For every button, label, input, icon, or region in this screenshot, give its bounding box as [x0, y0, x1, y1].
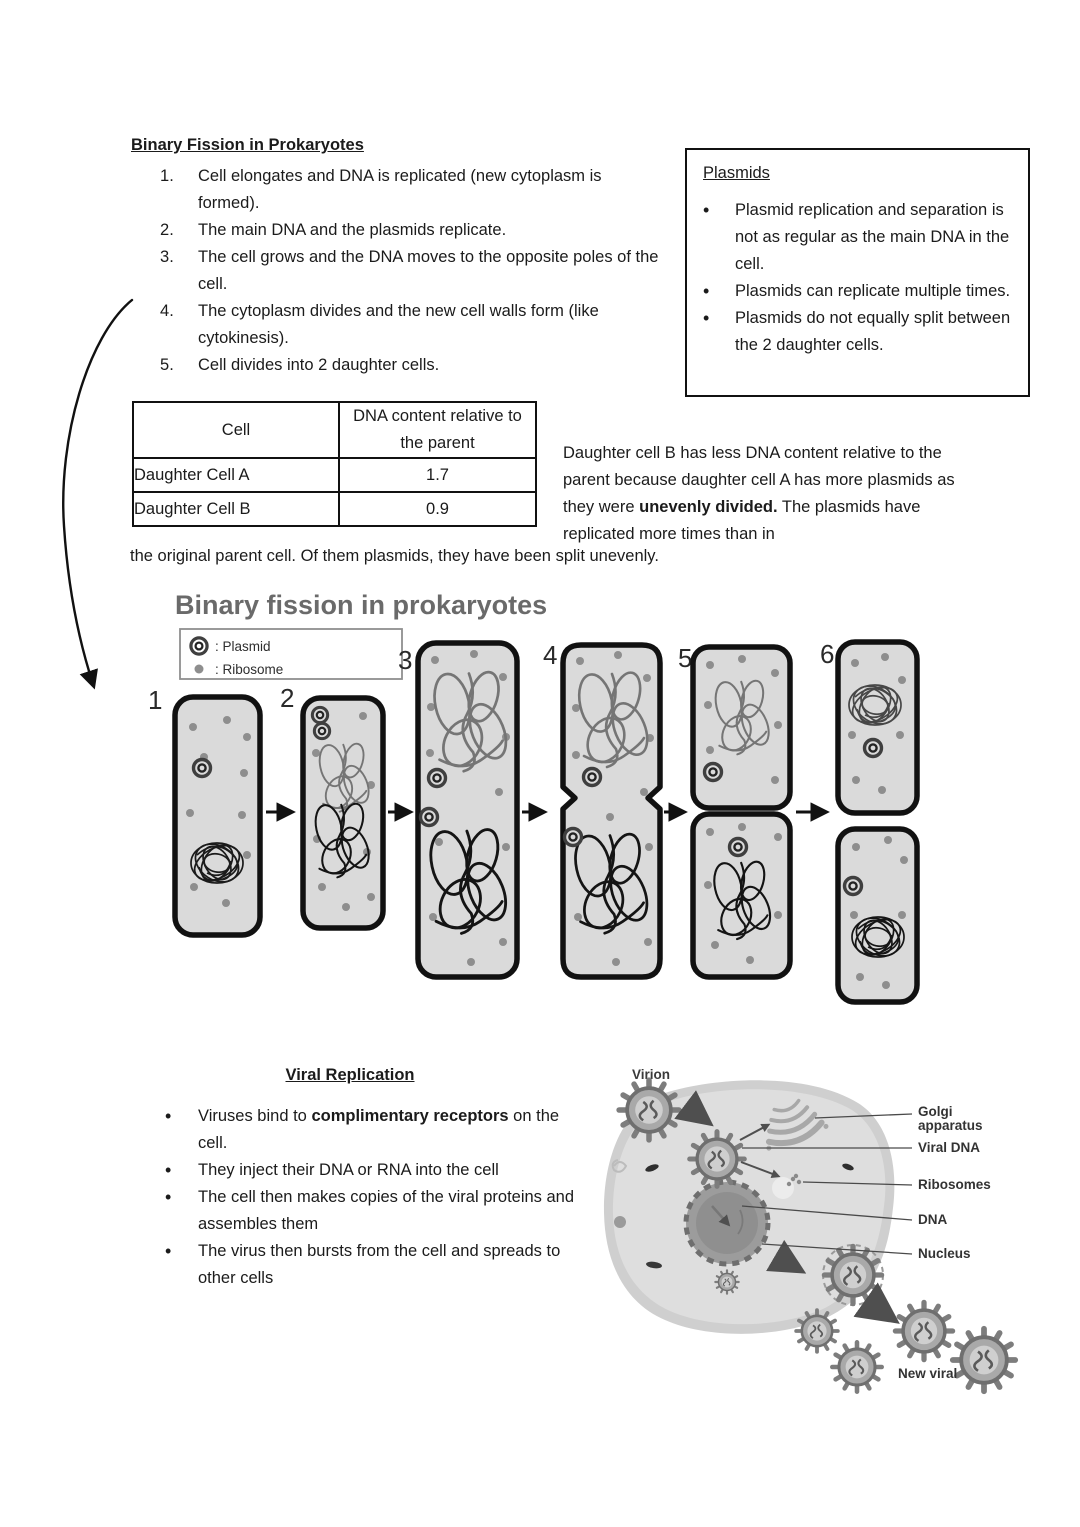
plasmids-box-heading: Plasmids [703, 164, 770, 182]
bullet-text: The virus then bursts from the cell and … [198, 1242, 561, 1287]
entry-arrow [674, 1090, 714, 1127]
list-item: Cell divides into 2 daughter cells. [160, 352, 440, 379]
new-virus-icon [895, 1302, 952, 1359]
label-virion: Virion [632, 1067, 670, 1082]
label-nucleus: Nucleus [918, 1246, 971, 1261]
legend-plasmid-label: : Plasmid [215, 639, 271, 654]
stage-number: 2 [280, 683, 294, 713]
stage-number: 4 [543, 640, 557, 670]
list-item: They inject their DNA or RNA into the ce… [165, 1157, 580, 1184]
viral-replication-bullets: Viruses bind to complimentary receptors … [156, 1103, 580, 1292]
paragraph-text: Daughter cell B has less DNA content rel… [563, 444, 955, 516]
list-item: Plasmids do not equally split between th… [703, 305, 1020, 359]
stage-number: 5 [678, 643, 692, 673]
organelle-speck [646, 1261, 662, 1269]
arrow-to-ribosomes [740, 1161, 781, 1178]
binary-fission-steps: Cell elongates and DNA is replicated (ne… [131, 163, 663, 379]
stage-4-cell-pinched [560, 642, 663, 980]
dna-content-table: Cell DNA content relative to the parent … [132, 401, 537, 527]
stage-number: 3 [398, 645, 412, 675]
label-leader-lines [741, 1113, 913, 1255]
spiral-organelle [611, 1159, 628, 1173]
list-item: Plasmid replication and separation is no… [703, 197, 1020, 278]
table-row: Daughter Cell B 0.9 [132, 491, 537, 527]
comparison-paragraph: Daughter cell B has less DNA content rel… [563, 440, 981, 548]
ribosome-cluster [786, 1173, 802, 1187]
list-item: The cytoplasm divides and the new cell w… [160, 298, 599, 347]
table-row: Daughter Cell A 1.7 [132, 457, 537, 493]
list-item: Cell elongates and DNA is replicated (ne… [160, 163, 602, 212]
new-virus-icon [953, 1329, 1015, 1391]
table-header-cell: DNA content relative to the parent [338, 401, 537, 459]
table-cell: 0.9 [338, 491, 537, 527]
label-viral-dna: Viral DNA [918, 1140, 980, 1155]
bullet-text: They inject their DNA or RNA into the ce… [198, 1161, 499, 1179]
arrow-to-golgi [739, 1123, 771, 1141]
legend-ribosome-label: : Ribosome [215, 662, 283, 677]
list-item: The cell then makes copies of the viral … [165, 1184, 580, 1238]
diagram-title: Binary fission in prokaryotes [175, 590, 547, 620]
paragraph-bold-text: unevenly divided. [639, 498, 778, 516]
stage-2-cell [300, 695, 386, 931]
viral-replication-figure: Virion Golgi apparatus Vir [603, 1067, 1060, 1418]
bullet-text: The cell then makes copies of the viral … [198, 1188, 575, 1233]
diagram-legend: : Plasmid : Ribosome [179, 628, 403, 680]
section-heading-binary-fission: Binary Fission in Prokaryotes [131, 136, 364, 154]
binary-fission-diagram: Binary fission in prokaryotes : Plasmid … [148, 590, 920, 1005]
organelle-speck [645, 1164, 659, 1172]
plasmids-box: Plasmids Plasmid replication and separat… [685, 148, 1030, 397]
ribosome-icon [194, 664, 204, 674]
table-header-row: Cell DNA content relative to the parent [132, 401, 537, 459]
label-ribosomes: Ribosomes [918, 1177, 991, 1192]
list-item: The cell grows and the DNA moves to the … [160, 244, 659, 293]
vacuole [772, 1177, 794, 1199]
list-item: The main DNA and the plasmids replicate. [160, 217, 507, 244]
stage-5-daughter-cells [690, 644, 793, 980]
list-item: Viruses bind to complimentary receptors … [165, 1103, 580, 1157]
stage-6-daughter-cells [835, 639, 920, 1005]
stage-1-cell [172, 694, 263, 938]
paragraph-text: The plasmids have replicated more times … [563, 498, 921, 543]
bullet-text: Viruses bind to [198, 1107, 312, 1125]
paragraph-continuation: the original parent cell. Of them plasmi… [130, 547, 659, 565]
new-virus-icon [832, 1342, 881, 1391]
stage-3-cell [415, 640, 520, 980]
organelle-dot [614, 1216, 626, 1228]
table-cell: Daughter Cell B [132, 491, 340, 527]
stage-number: 6 [820, 639, 834, 669]
golgi-apparatus [765, 1098, 829, 1151]
label-dna: DNA [918, 1212, 947, 1227]
bullet-bold-text: complimentary receptors [311, 1107, 509, 1125]
bullet-text: on the cell. [198, 1107, 560, 1152]
nucleus [683, 1179, 771, 1267]
table-cell: 1.7 [338, 457, 537, 493]
label-golgi-line1: Golgi [918, 1104, 953, 1119]
list-item: The virus then bursts from the cell and … [165, 1238, 580, 1292]
curved-arrow [62, 298, 134, 690]
section-heading-viral-replication: Viral Replication [285, 1066, 415, 1084]
spread-arrow [853, 1282, 900, 1324]
exit-arrow [766, 1239, 807, 1274]
stage-number: 1 [148, 685, 162, 715]
organelle-speck [842, 1163, 854, 1171]
list-item: Plasmids can replicate multiple times. [703, 278, 1020, 305]
table-cell: Daughter Cell A [132, 457, 340, 493]
table-header-cell: Cell [132, 401, 340, 459]
label-golgi-line2: apparatus [918, 1118, 983, 1133]
label-new-viral: New viral [898, 1366, 957, 1381]
